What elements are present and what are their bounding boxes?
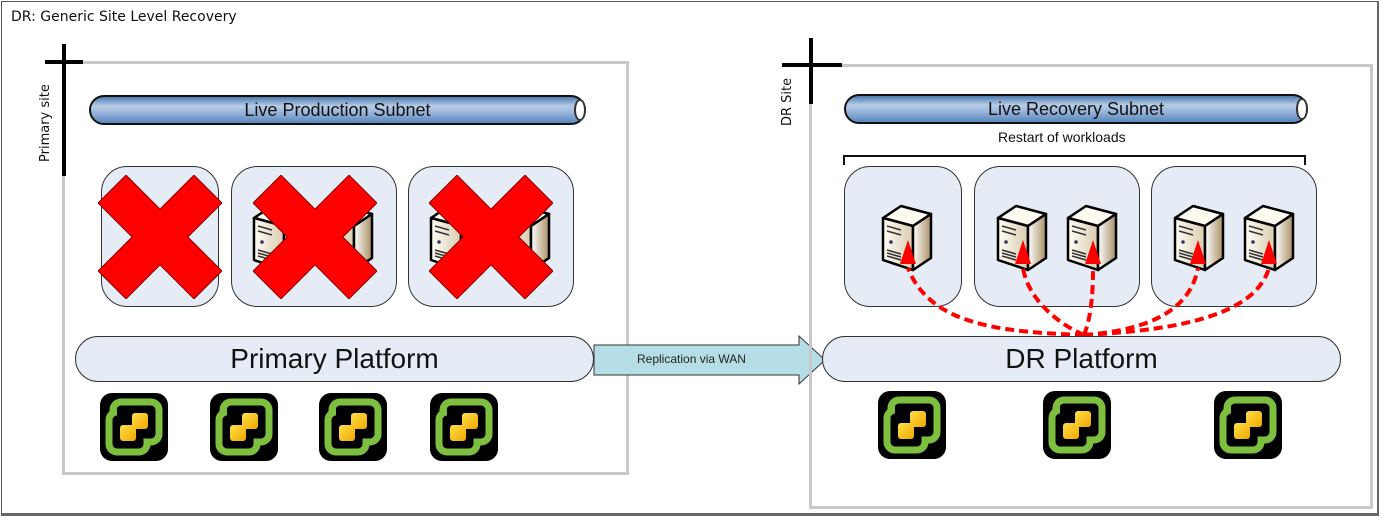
dr-site-container (809, 64, 1373, 509)
server-icon (881, 200, 933, 272)
vsphere-icon (318, 392, 388, 462)
red-x-icon (253, 175, 377, 299)
restart-bracket (843, 155, 1306, 165)
server-icon (1066, 200, 1118, 272)
replication-arrow (593, 334, 826, 386)
primary-platform: Primary Platform (75, 336, 594, 382)
server-icon (1173, 200, 1225, 272)
red-x-icon (429, 175, 553, 299)
dr-site-axis-horizontal (782, 63, 842, 67)
dr-site-label: DR Site (780, 77, 795, 126)
pipe-end-cap (1296, 98, 1308, 120)
vsphere-icon (877, 390, 947, 460)
vsphere-icon (209, 392, 279, 462)
replication-label: Replication via WAN (637, 352, 746, 366)
red-x-icon (98, 175, 222, 299)
primary-site-container (62, 61, 629, 475)
vsphere-icon (1042, 390, 1112, 460)
live-production-subnet-label: Live Production Subnet (244, 99, 431, 120)
vsphere-icon (429, 392, 499, 462)
primary-site-axis-horizontal (45, 60, 83, 64)
pipe-end-cap (574, 99, 586, 121)
vsphere-icon (1213, 390, 1283, 460)
server-icon (996, 200, 1048, 272)
live-recovery-subnet: Live Recovery Subnet (844, 94, 1308, 124)
dr-platform: DR Platform (822, 336, 1341, 382)
server-icon (1243, 200, 1295, 272)
primary-site-axis-vertical (62, 44, 66, 176)
primary-platform-label: Primary Platform (230, 343, 439, 374)
dr-site-axis-vertical (809, 38, 813, 104)
vsphere-icon (99, 392, 169, 462)
primary-site-label: Primary site (38, 84, 53, 162)
live-recovery-subnet-label: Live Recovery Subnet (987, 98, 1165, 119)
live-production-subnet: Live Production Subnet (89, 95, 586, 125)
dr-platform-label: DR Platform (1005, 343, 1158, 374)
diagram-title: DR: Generic Site Level Recovery (11, 9, 237, 25)
restart-label: Restart of workloads (998, 129, 1126, 145)
